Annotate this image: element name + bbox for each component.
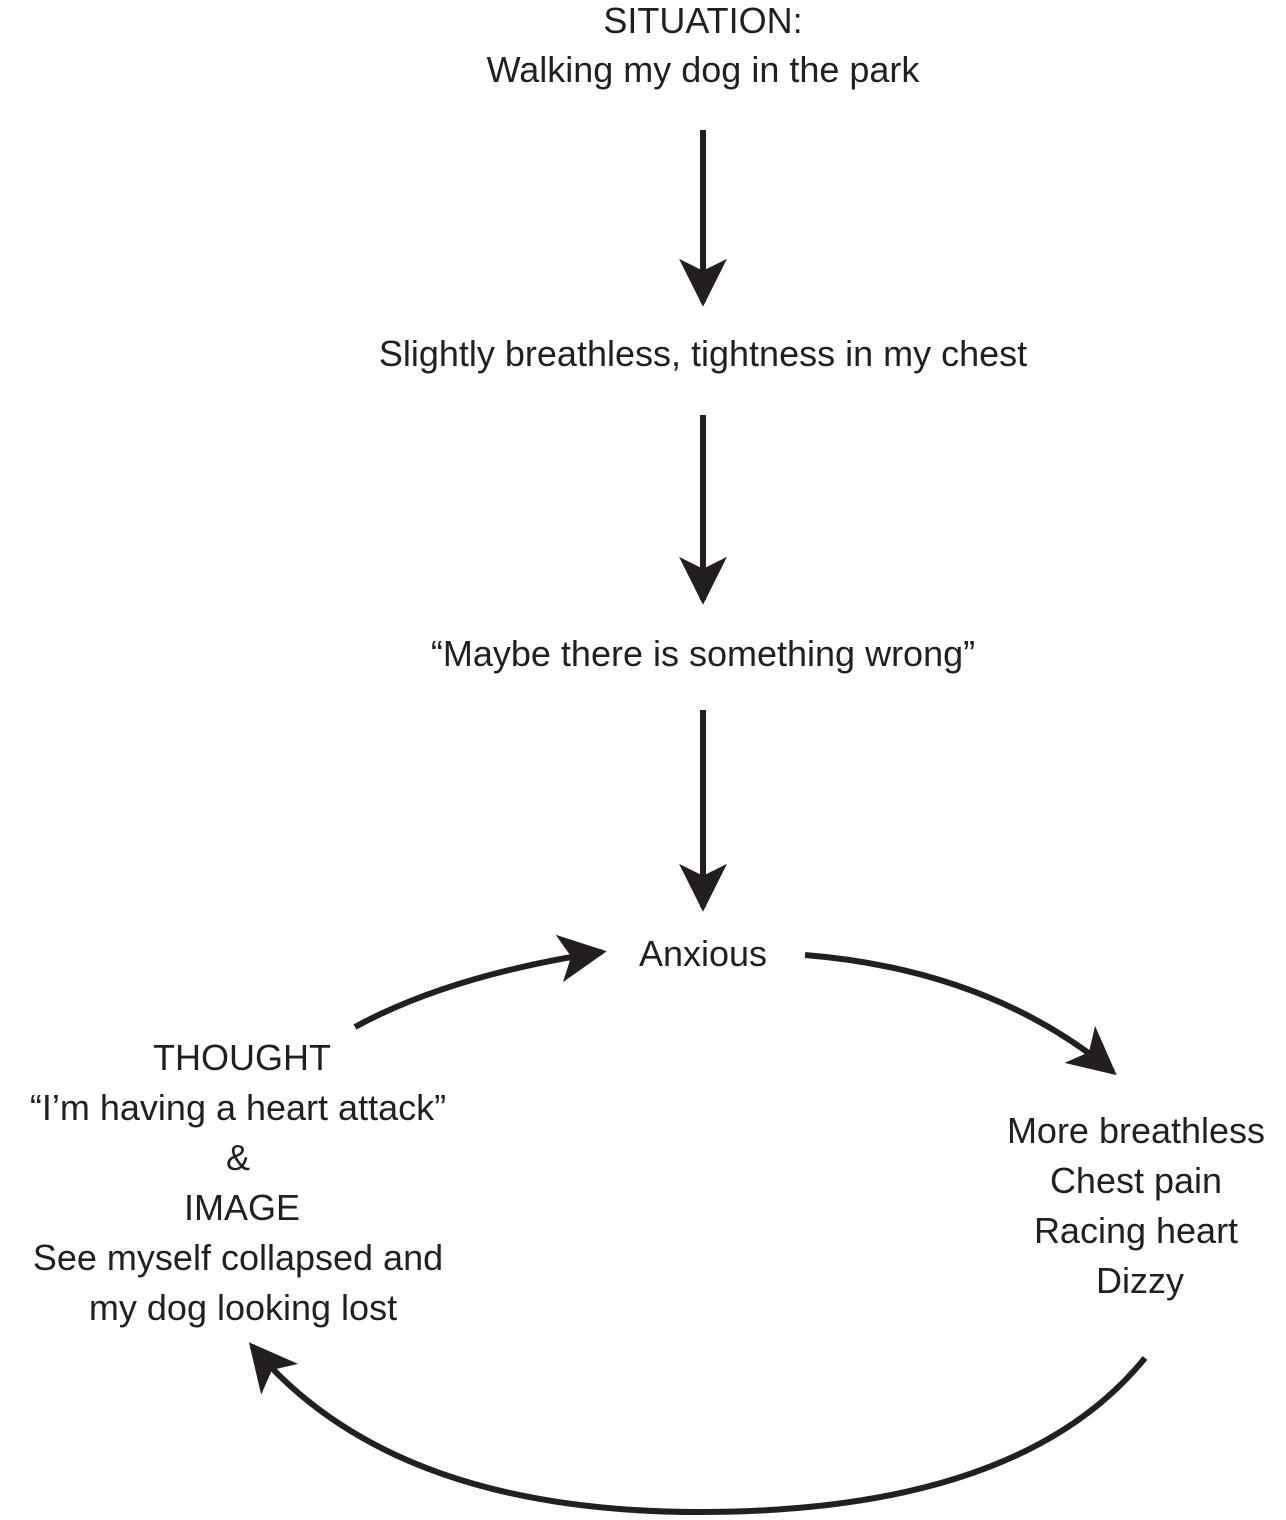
emotion-text: Anxious <box>639 933 767 974</box>
initial-thought-text: “Maybe there is something wrong” <box>431 633 975 674</box>
image-text-line2: my dog looking lost <box>89 1287 397 1328</box>
thought-label: THOUGHT <box>153 1037 331 1078</box>
symptom-4: Dizzy <box>1096 1260 1184 1301</box>
symptom-1: More breathless <box>1007 1110 1265 1151</box>
sensation-text: Slightly breathless, tightness in my che… <box>379 333 1027 374</box>
arc-catastrophic-thought-to-anxious <box>353 934 607 1030</box>
situation-text: Walking my dog in the park <box>487 49 921 90</box>
situation-label: SITUATION: <box>603 0 802 41</box>
arc-symptoms-to-catastrophic-thought <box>248 1342 1148 1516</box>
ampersand: & <box>226 1137 250 1178</box>
image-text-line1: See myself collapsed and <box>33 1237 443 1278</box>
thought-text: “I’m having a heart attack” <box>30 1087 446 1128</box>
symptom-3: Racing heart <box>1034 1210 1238 1251</box>
arc-anxious-to-symptoms <box>804 952 1117 1076</box>
symptom-2: Chest pain <box>1050 1160 1222 1201</box>
image-label: IMAGE <box>184 1187 300 1228</box>
